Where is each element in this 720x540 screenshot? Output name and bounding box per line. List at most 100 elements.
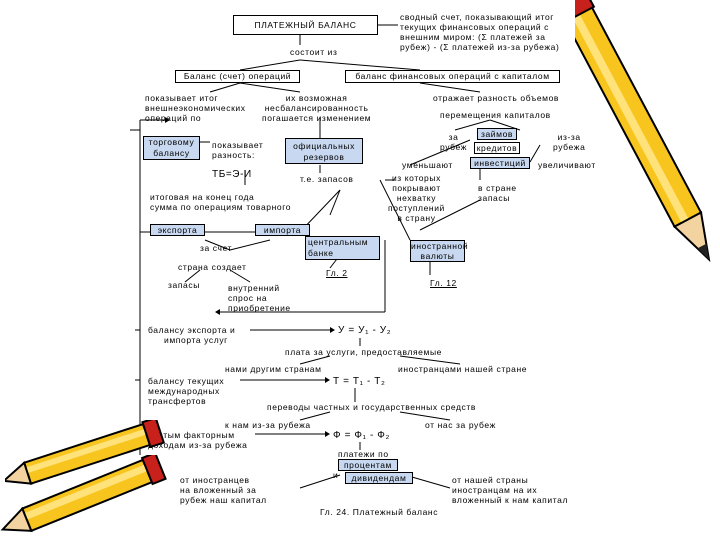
transfers-line: трансфертов xyxy=(148,396,207,406)
shows-difference-line: показывает xyxy=(212,140,264,150)
from-which-line: нехватку xyxy=(396,193,437,203)
year-end-line: итоговая на конец года xyxy=(150,192,255,202)
current-account-box: Баланс (счет) операций xyxy=(175,70,300,83)
loans-box: займов xyxy=(477,128,517,140)
from-which-block: из которых покрывают нехватку поступлени… xyxy=(388,173,445,223)
transfers-line: балансу текущих xyxy=(148,376,225,386)
transfers-balance: балансу текущих международных трансферто… xyxy=(148,376,224,406)
abroad-line: за xyxy=(448,132,459,142)
from-our-country-line: иностранцам на их xyxy=(452,485,538,495)
reflects-difference: отражает разность объемов xyxy=(433,93,560,103)
from-our-country-block: от нашей страны иностранцам на их вложен… xyxy=(452,475,568,505)
chapter-2: Гл. 2 xyxy=(326,268,348,278)
from-foreigners-line: на вложенный за xyxy=(180,485,257,495)
dividends-box: дивидендам xyxy=(345,472,413,484)
and-word: и xyxy=(333,470,339,480)
import-box: импорта xyxy=(255,224,310,236)
factor-income-line: доходам из-за рубежа xyxy=(148,440,248,450)
trade-balance-line: торговому xyxy=(148,137,195,147)
official-reserves-line: официальных xyxy=(293,141,355,151)
investment-box: инвестиций xyxy=(470,157,530,169)
transfers-desc: переводы частных и государственных средс… xyxy=(267,402,477,412)
shows-difference: показывает разность: xyxy=(212,140,263,160)
from-which-line: в страну xyxy=(397,213,436,223)
decreases-label: уменьшают xyxy=(402,160,453,170)
to-us: к нам из-за рубежа xyxy=(225,420,311,430)
credits-box: кредитов xyxy=(474,142,520,154)
pencil-left-bottom-icon xyxy=(0,455,167,533)
official-reserves-box: официальных резервов xyxy=(285,138,363,164)
domestic-demand-line: спрос на xyxy=(228,293,268,303)
increases-label: увеличивают xyxy=(538,160,596,170)
from-abroad-line: рубежа xyxy=(553,142,586,152)
imbalance-line: несбалансированность xyxy=(264,103,369,113)
from-foreigners-line: рубеж наш капитал xyxy=(180,495,267,505)
definition-line-4: рубеж) - (Σ платежей из-за рубежа) xyxy=(400,42,560,52)
capital-account-box: баланс финансовых операций с капиталом xyxy=(345,70,560,83)
country-reserves-block: в стране запасы xyxy=(478,183,517,203)
at-expense-label: за счет xyxy=(200,243,233,253)
consists-label: состоит из xyxy=(290,47,338,57)
foreign-currency-box: иностранной валюты xyxy=(410,240,469,262)
year-end-block: итоговая на конец года сумма по операция… xyxy=(150,192,291,212)
shows-result-line: операций по xyxy=(145,113,202,123)
shows-difference-line: разность: xyxy=(212,150,256,160)
trade-balance-line: балансу xyxy=(153,148,190,158)
formula-t: Т = Т₁ - Т₂ xyxy=(333,376,386,387)
official-reserves-line: резервов xyxy=(303,152,345,162)
transfers-line: международных xyxy=(148,386,220,396)
abroad-line: рубеж xyxy=(440,142,468,152)
by-us: нами другим странам xyxy=(225,364,322,374)
from-abroad-label: из-за рубежа xyxy=(553,132,585,152)
definition-block: сводный счет, показывающий итог текущих … xyxy=(400,12,559,52)
ie-reserves: т.е. запасов xyxy=(300,174,354,184)
services-balance: балансу экспорта и импорта услуг xyxy=(148,325,235,345)
abroad-label: за рубеж xyxy=(440,132,467,152)
from-our-country-line: от нашей страны xyxy=(452,475,529,485)
imbalance-block: их возможная несбалансированность погаша… xyxy=(262,93,371,123)
central-bank-line: банке xyxy=(308,248,334,258)
from-our-country-line: вложенный к нам капитал xyxy=(452,495,569,505)
foreign-currency-line: валюты xyxy=(420,251,455,261)
shows-result-line: показывает итог xyxy=(145,93,219,103)
services-payment: плата за услуги, предоставляемые xyxy=(285,347,442,357)
from-which-line: поступлений xyxy=(388,203,445,213)
factor-income: чистым факторным доходам из-за рубежа xyxy=(148,430,247,450)
pencil-left-top-icon xyxy=(5,420,166,485)
from-which-line: покрывают xyxy=(392,183,441,193)
central-bank-line: центральным xyxy=(308,237,369,247)
formula-f: Ф = Ф₁ - Ф₂ xyxy=(333,430,390,441)
from-us: от нас за рубеж xyxy=(425,420,496,430)
interest-box: процентам xyxy=(338,459,398,471)
reserves-word: запасы xyxy=(168,280,200,290)
imbalance-line: их возможная xyxy=(285,93,348,103)
factor-income-line: чистым факторным xyxy=(148,430,235,440)
foreign-currency-line: иностранной xyxy=(411,241,469,251)
title-box: ПЛАТЕЖНЫЙ БАЛАНС xyxy=(233,15,378,35)
country-reserves-line: запасы xyxy=(478,193,510,203)
definition-line-1: сводный счет, показывающий итог xyxy=(400,12,555,22)
country-creates-label: страна создает xyxy=(178,262,247,272)
caption: Гл. 24. Платежный баланс xyxy=(320,507,439,517)
chapter-12: Гл. 12 xyxy=(430,278,457,288)
services-balance-line: импорта услуг xyxy=(164,335,228,345)
formula-tb: ТБ=Э-И xyxy=(212,169,252,180)
domestic-demand-line: внутренний xyxy=(228,283,280,293)
shows-result-block: показывает итог внешнеэкономических опер… xyxy=(145,93,246,123)
from-foreigners-block: от иностранцев на вложенный за рубеж наш… xyxy=(180,475,267,505)
definition-line-3: внешним миром: (Σ платежей за xyxy=(400,32,546,42)
capital-movement: перемещения капиталов xyxy=(440,110,551,120)
year-end-line: сумма по операциям товарного xyxy=(150,202,292,212)
from-foreigners-line: от иностранцев xyxy=(180,475,250,485)
export-box: экспорта xyxy=(150,224,205,236)
from-which-line: из которых xyxy=(391,173,441,183)
from-abroad-line: из-за xyxy=(557,132,581,142)
trade-balance-box: торговому балансу xyxy=(143,136,200,160)
formula-u: У = У₁ - У₂ xyxy=(338,325,392,336)
imbalance-line: погашается изменением xyxy=(262,113,372,123)
country-reserves-line: в стране xyxy=(478,183,517,193)
definition-line-2: текущих финансовых операций с xyxy=(400,22,549,32)
by-foreigners: иностранцами нашей стране xyxy=(398,364,528,374)
services-balance-line: балансу экспорта и xyxy=(148,325,236,335)
central-bank-box: центральным банке xyxy=(305,236,380,260)
